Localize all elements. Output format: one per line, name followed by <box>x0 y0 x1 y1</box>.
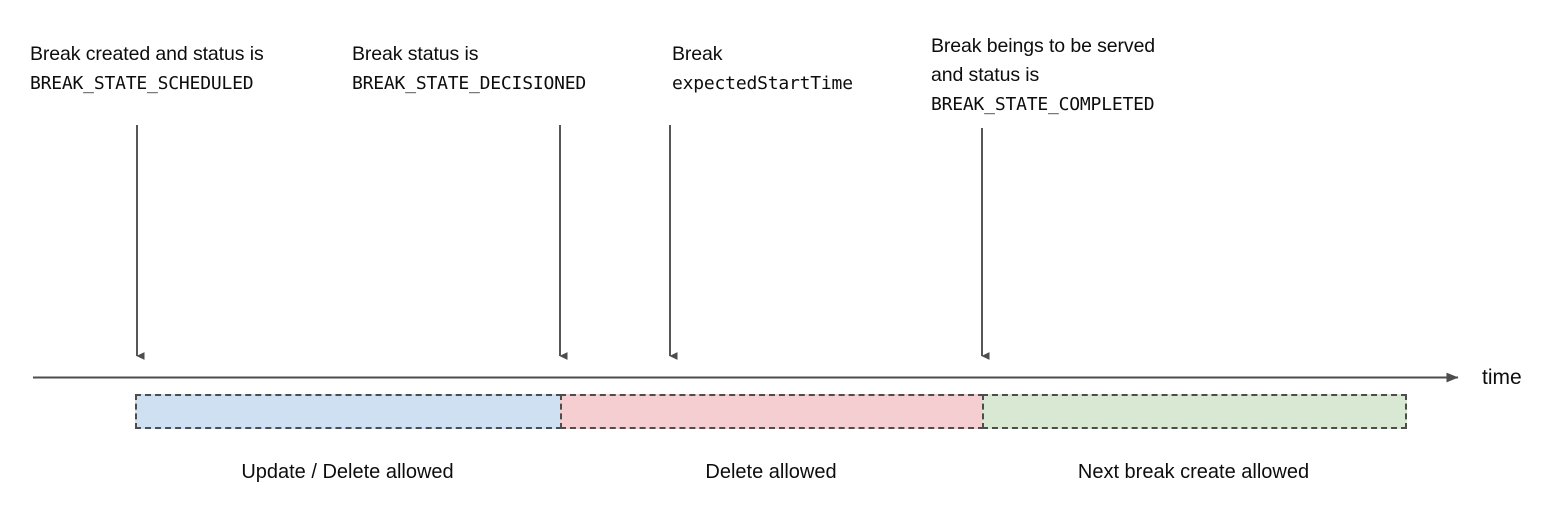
phase-caption-scheduled: Update / Delete allowed <box>241 461 454 483</box>
annotation-break-decisioned: Break status is BREAK_STATE_DECISIONED <box>352 40 586 98</box>
annotation-state-constant: BREAK_STATE_SCHEDULED <box>30 73 254 94</box>
annotation-text-line-1: Break created and status is <box>30 43 264 65</box>
annotation-text-line-1: Break <box>672 43 723 65</box>
annotation-state-constant: BREAK_STATE_DECISIONED <box>352 73 587 94</box>
annotation-break-scheduled: Break created and status is BREAK_STATE_… <box>30 40 264 98</box>
phase-bar <box>135 394 1407 429</box>
annotation-field-name: expectedStartTime <box>672 73 853 94</box>
annotation-text-line-2: and status is <box>931 64 1040 86</box>
phase-caption-decisioned: Delete allowed <box>705 461 837 483</box>
annotation-text-line-1: Break beings to be served <box>931 35 1156 57</box>
annotation-state-constant: BREAK_STATE_COMPLETED <box>931 94 1155 115</box>
annotation-text-line-1: Break status is <box>352 43 479 65</box>
phase-caption-completed: Next break create allowed <box>1077 461 1310 483</box>
time-axis-label: time <box>1482 366 1522 389</box>
phase-segment-decisioned <box>560 394 984 429</box>
annotation-expected-start-time: Break expectedStartTime <box>672 40 853 98</box>
phase-segment-scheduled <box>135 394 562 429</box>
annotation-break-completed: Break beings to be served and status is … <box>931 32 1155 119</box>
phase-segment-completed <box>982 394 1407 429</box>
